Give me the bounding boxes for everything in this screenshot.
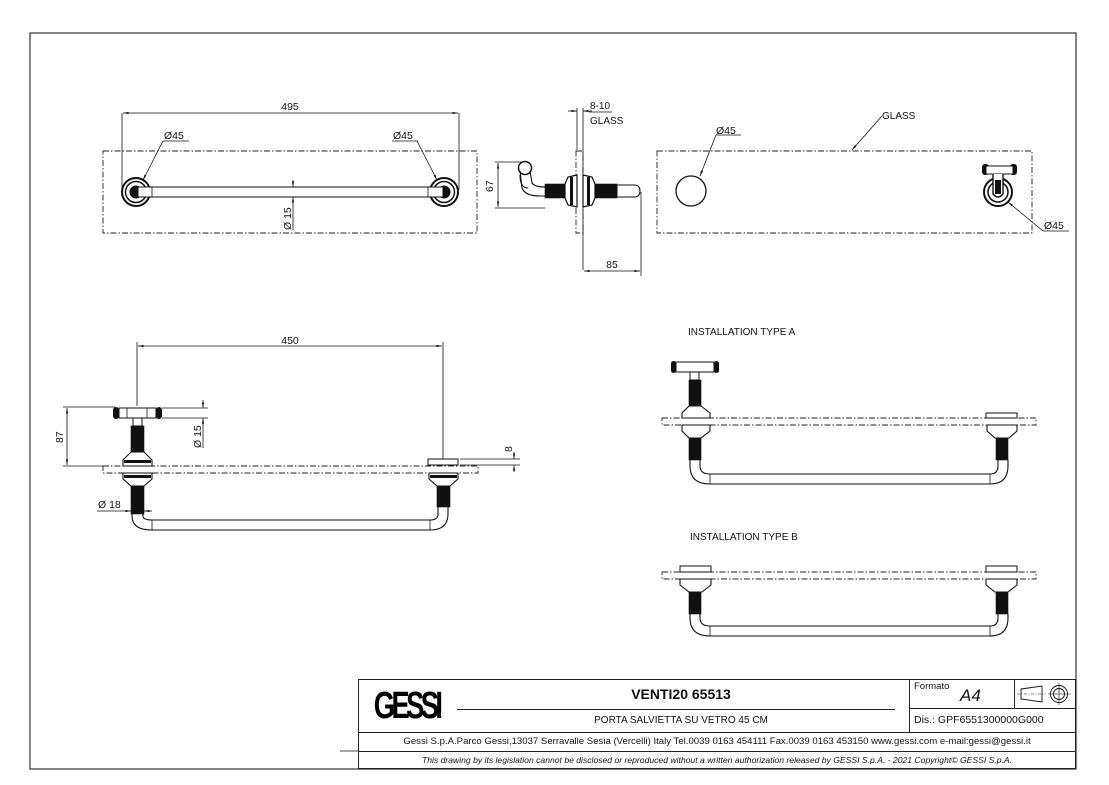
side-view: 8-10 GLASS 67 85 xyxy=(484,101,642,276)
installation-type-a: INSTALLATION TYPE A xyxy=(661,327,1037,485)
dim-right-diameter: Ø45 xyxy=(393,130,413,142)
company-address: Gessi S.p.A.Parco Gessi,13037 Serravalle… xyxy=(359,732,1075,751)
glass-view-label: GLASS xyxy=(882,111,916,122)
dim-left-diameter: Ø45 xyxy=(164,130,184,142)
side-glass-label: GLASS xyxy=(590,116,624,127)
title-divider xyxy=(457,709,895,710)
gessi-logo: GESSI xyxy=(359,680,455,732)
dim-knob-diameter: Ø 15 xyxy=(192,425,204,448)
dim-side-height: 67 xyxy=(484,180,496,192)
first-angle-projection-icon xyxy=(1017,683,1071,705)
drawing-number: Dis.: GPF6551300000G000 xyxy=(909,709,1076,732)
dim-overall-width: 495 xyxy=(281,101,299,113)
dim-fixing-diameter: Ø45 xyxy=(1044,220,1064,232)
logo-text: GESSI xyxy=(374,685,443,727)
dim-glass-thickness: 8-10 xyxy=(590,101,610,112)
glass-outline xyxy=(102,150,478,234)
legal-notice: This drawing by its legislation cannot b… xyxy=(359,751,1075,769)
installation-a-title: INSTALLATION TYPE A xyxy=(688,327,796,338)
top-view: 495 Ø45 Ø45 Ø 15 xyxy=(102,101,478,234)
glass-panel xyxy=(656,150,1033,234)
front-towel-bar xyxy=(131,507,449,531)
dim-front-height: 87 xyxy=(54,431,66,443)
dim-center-distance: 450 xyxy=(281,335,299,347)
sheet-frame xyxy=(29,32,1077,770)
towel-bar xyxy=(137,186,444,198)
glass-view: Ø45 GLASS Ø45 xyxy=(656,111,1069,234)
product-description: PORTA SALVIETTA SU VETRO 45 CM xyxy=(594,715,768,726)
formato-value: A4 xyxy=(960,686,981,705)
dim-base-diameter: Ø 18 xyxy=(98,499,121,511)
projection-cell xyxy=(1014,680,1076,709)
dim-bar-diameter: Ø 15 xyxy=(282,207,294,230)
product-title: VENTI20 65513 xyxy=(631,686,731,702)
installation-b-title: INSTALLATION TYPE B xyxy=(690,532,798,543)
dim-hole-diameter: Ø45 xyxy=(716,125,736,137)
fixing-knob xyxy=(982,164,1017,207)
installation-type-b: INSTALLATION TYPE B xyxy=(661,532,1037,637)
front-glass xyxy=(102,465,479,474)
title-block: GESSI VENTI20 65513 PORTA SALVIETTA SU V… xyxy=(358,679,1076,769)
formato-cell: Formato A4 xyxy=(909,680,1014,709)
formato-label: Formato xyxy=(914,681,950,692)
dim-cap-thickness: 8 xyxy=(503,446,515,452)
bar-section xyxy=(517,160,533,176)
dim-depth: 85 xyxy=(606,259,618,271)
front-view: 450 87 Ø 15 Ø xyxy=(54,335,520,531)
glass-hole xyxy=(675,175,707,207)
